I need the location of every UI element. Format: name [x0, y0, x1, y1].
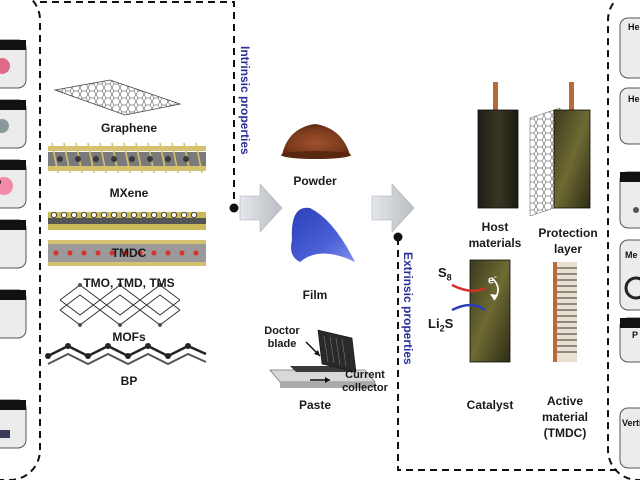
right-tab-5: Verti: [622, 418, 640, 428]
electron-label: e-: [488, 272, 497, 287]
extrinsic-properties-label: Extrinsic properties: [401, 252, 415, 365]
powder-label: Powder: [293, 174, 337, 188]
active-material-electrode: [553, 262, 577, 362]
current-collector-label-1: Current: [345, 369, 385, 381]
active-material-label-3: (TMDC): [543, 426, 587, 440]
paste-label: Paste: [298, 398, 332, 412]
right-edge-panel: [607, 0, 640, 480]
left-edge-panel: [0, 0, 41, 480]
extrinsic-frame-line: [397, 238, 620, 471]
host-materials-label-2: materials: [468, 236, 522, 250]
mxene-label: MXene: [109, 186, 149, 200]
bp-label: BP: [120, 374, 138, 388]
protection-layer-electrode: [529, 82, 591, 217]
protection-layer-label-1: Protection: [538, 226, 598, 240]
intrinsic-frame-line: [40, 1, 235, 205]
right-tab-2: He: [628, 94, 640, 104]
intrinsic-properties-label: Intrinsic properties: [238, 46, 252, 155]
doctor-blade-label-2: blade: [267, 338, 297, 350]
powder-icon: [281, 124, 351, 159]
bp-structure: [45, 343, 207, 366]
catalyst-label: Catalyst: [466, 398, 514, 412]
graphene-label: Graphene: [100, 121, 157, 135]
right-tab-1: He: [628, 22, 640, 32]
graphene-structure: [53, 79, 182, 116]
process-arrow-left: [239, 183, 283, 233]
tmdc-structure: [48, 211, 206, 230]
active-material-label-1: Active: [546, 394, 584, 408]
mofs-structure: [59, 283, 181, 327]
film-icon: [291, 207, 355, 262]
mxene-structure: [48, 142, 206, 174]
li2s-label: Li2S: [428, 316, 454, 334]
host-materials-label-1: Host: [481, 220, 509, 234]
tmdc-label: TMDC: [111, 246, 147, 260]
doctor-blade-label-1: Doctor: [264, 325, 300, 337]
right-tab-4: P: [632, 330, 639, 340]
process-arrow-right: [371, 183, 415, 233]
s8-label: S8: [438, 265, 452, 283]
tmo-structure: [48, 240, 206, 266]
right-tab-3: Me: [625, 250, 638, 260]
intrinsic-connector-dot: [229, 203, 239, 213]
catalyst-electrode: [451, 259, 511, 363]
film-label: Film: [302, 288, 328, 302]
current-collector-label-2: collector: [342, 382, 388, 394]
protection-layer-label-2: layer: [553, 242, 583, 256]
mofs-label: MOFs: [112, 330, 146, 344]
host-materials-electrode: [477, 82, 519, 209]
active-material-label-2: material: [541, 410, 589, 424]
paste-doctor-blade-icon: [269, 329, 376, 388]
extrinsic-connector-dot: [393, 232, 403, 242]
tmo-label: TMO, TMD, TMS: [83, 276, 175, 290]
